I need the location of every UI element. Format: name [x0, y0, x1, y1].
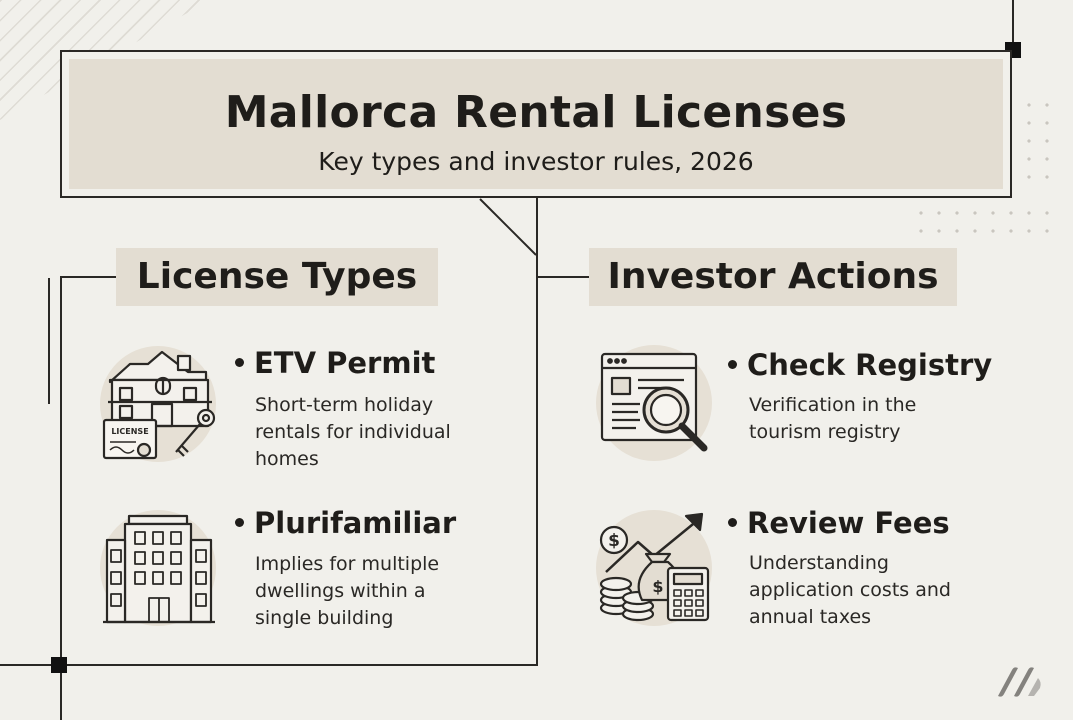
section-title-license-types: License Types — [116, 248, 438, 306]
item-description-check-registry: Verification in the tourism registry — [749, 394, 917, 443]
svg-text:$: $ — [652, 577, 663, 596]
item-title-check-registry: Check Registry — [728, 348, 992, 382]
connector-line — [60, 276, 62, 720]
bullet-icon — [728, 359, 737, 369]
connector-line — [60, 276, 116, 278]
item-title-plurifamiliar: Plurifamiliar — [235, 506, 456, 540]
header-panel: Mallorca Rental Licenses Key types and i… — [69, 59, 1003, 189]
dollar-symbol: $ — [608, 531, 620, 551]
connector-line — [48, 278, 50, 404]
connector-line — [1012, 0, 1014, 52]
item-description-etv-permit: Short-term holiday rentals for individua… — [255, 394, 451, 470]
page-subtitle: Key types and investor rules, 2026 — [318, 147, 754, 176]
section-title-investor-actions: Investor Actions — [589, 248, 957, 306]
fees-calculator-icon: $ $ — [599, 512, 710, 622]
dot-grid-decoration — [1020, 96, 1060, 191]
item-description-review-fees: Understanding application costs and annu… — [749, 552, 951, 628]
page-title: Mallorca Rental Licenses — [224, 87, 848, 138]
bullet-icon — [235, 517, 244, 527]
item-title-review-fees: Review Fees — [728, 506, 950, 540]
item-description-plurifamiliar: Implies for multiple dwellings within a … — [255, 553, 440, 629]
apartment-building-icon — [103, 514, 215, 624]
connector-line — [0, 664, 538, 666]
connector-line — [536, 276, 590, 278]
house-license-key-icon: LICENSE — [102, 350, 216, 460]
connector-line — [536, 198, 538, 666]
header-box: Mallorca Rental Licenses Key types and i… — [60, 50, 1012, 198]
corner-marker — [51, 657, 67, 673]
bullet-icon — [235, 357, 244, 367]
registry-search-icon — [600, 352, 708, 452]
item-title-etv-permit: ETV Permit — [235, 346, 435, 380]
brand-logo-icon — [998, 667, 1041, 697]
dot-grid-decoration — [912, 204, 1052, 234]
license-card-label: LICENSE — [111, 427, 148, 436]
bullet-icon — [728, 517, 737, 527]
